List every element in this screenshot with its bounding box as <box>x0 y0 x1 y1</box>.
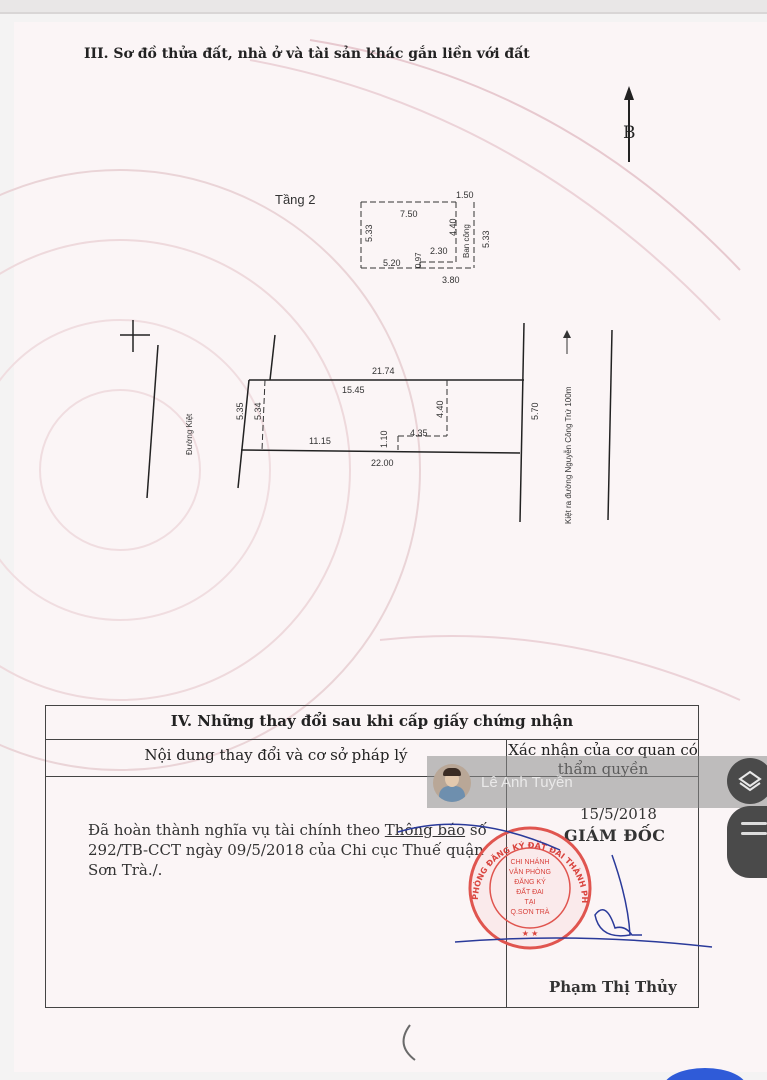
stamp-line: VĂN PHÒNG <box>509 867 551 876</box>
plot-left-width: 5.35 <box>235 402 245 420</box>
plot-right-width: 5.70 <box>530 402 540 420</box>
pen-mark <box>402 1024 416 1061</box>
stamp-line: Q.SƠN TRÀ <box>511 907 550 916</box>
floor2-dim-left: 5.33 <box>364 224 374 242</box>
right-road-label: Kiệt ra đường Nguyễn Công Trứ 100m <box>564 386 573 524</box>
overlay-user-name[interactable]: Lê Anh Tuyền <box>481 774 573 791</box>
plot-bottom-length: 22.00 <box>371 458 394 468</box>
layers-icon <box>738 770 762 792</box>
table-divider <box>46 739 698 740</box>
section-title: III. Sơ đồ thửa đất, nhà ở và tài sản kh… <box>84 46 530 62</box>
table-divider <box>46 776 698 777</box>
stamp-bottom: ★ ★ <box>522 929 539 938</box>
plot-bottom-small: 1.10 <box>379 430 389 448</box>
plot-house-length: 15.45 <box>342 385 365 395</box>
plot-bottom-inner-left: 11.15 <box>309 436 331 446</box>
floor2-balcony: Ban công <box>462 224 471 258</box>
stamp-line: TẠI <box>525 899 536 906</box>
content-text: Đã hoàn thành nghĩa vụ tài chính theo <box>88 821 385 839</box>
signer-role: GIÁM ĐỐC <box>564 826 666 845</box>
stamp-line: CHI NHÁNH <box>511 857 550 866</box>
handwritten-signature <box>397 823 713 948</box>
floor2-dim-small: 0.97 <box>414 252 423 268</box>
floor2-dim-top: 7.50 <box>400 209 418 219</box>
left-road-label: Đường Kiệt <box>185 413 194 455</box>
avatar[interactable] <box>433 764 471 802</box>
change-content: Đã hoàn thành nghĩa vụ tài chính theo Th… <box>88 820 488 880</box>
floor2-dim-inner: 2.30 <box>430 246 448 256</box>
column-divider <box>506 739 507 1007</box>
floor2-dim-bottom: 3.80 <box>442 275 460 285</box>
confirmation-date: 15/5/2018 <box>580 805 657 823</box>
floating-action-button[interactable] <box>663 1068 747 1080</box>
column-header-content: Nội dung thay đổi và cơ sở pháp lý <box>144 746 408 764</box>
north-label: B <box>623 123 636 143</box>
user-overlay-bar[interactable] <box>427 756 767 808</box>
signer-name: Phạm Thị Thủy <box>549 978 677 996</box>
menu-icon <box>741 822 767 825</box>
content-text-2: số 292/TB-CCT ngày 09/5/2018 của Chi cục… <box>88 821 487 879</box>
plot-left-inner: 5.34 <box>253 402 263 420</box>
menu-button[interactable] <box>727 806 767 878</box>
plot-top-length: 21.74 <box>372 366 395 376</box>
floor2-dim-mid: 4.40 <box>448 218 458 236</box>
stamp-line: ĐẤT ĐAI <box>516 886 544 896</box>
table-title: IV. Những thay đổi sau khi cấp giấy chứn… <box>170 712 574 730</box>
floor2-label: Tầng 2 <box>275 192 315 207</box>
content-underlined: Thông báo <box>384 821 466 839</box>
floor2-dim-top-right: 1.50 <box>456 190 474 200</box>
floor2-dim-bottom-left: 5.20 <box>383 258 401 268</box>
top-strip <box>0 0 767 14</box>
stamp-line: ĐĂNG KÝ <box>514 877 546 886</box>
plot-bottom-inner-right: 4.35 <box>410 428 428 438</box>
floor2-dim-right: 5.33 <box>481 230 491 248</box>
changes-table: IV. Những thay đổi sau khi cấp giấy chứn… <box>45 705 699 1008</box>
direction-arrow-icon <box>563 330 571 354</box>
plot-right-inner: 4.40 <box>435 400 445 418</box>
layers-button[interactable] <box>727 758 767 804</box>
